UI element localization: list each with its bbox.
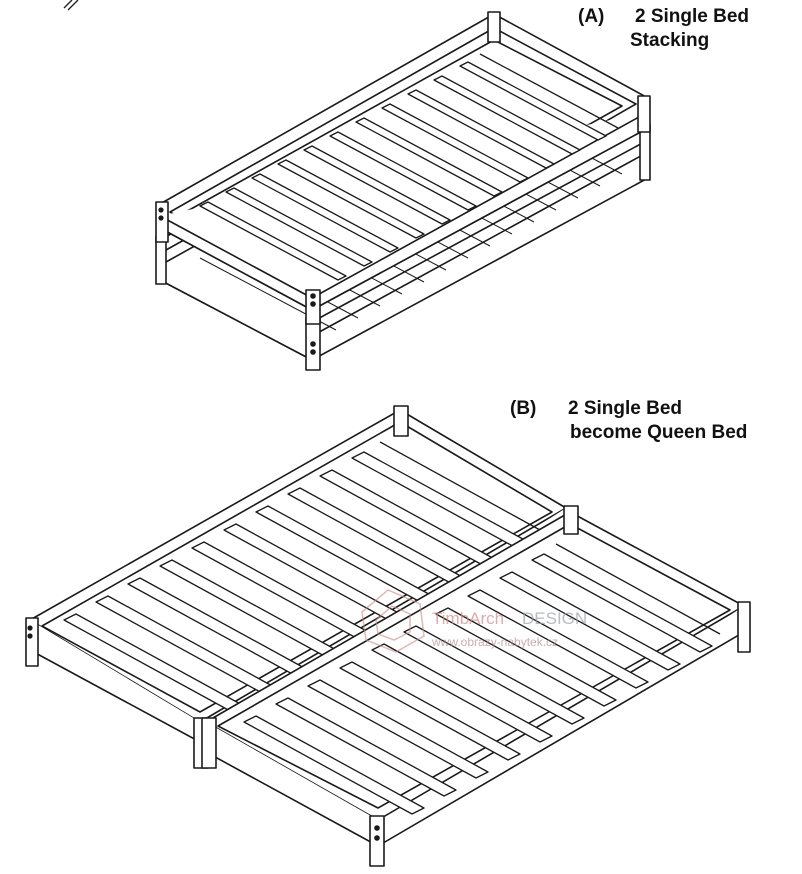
leg [369,815,385,867]
leg [487,11,501,43]
leg [563,505,579,535]
stacked-beds-drawing [155,11,651,371]
leg [305,289,321,325]
caption-b-tag: (B) [510,398,537,419]
queen-bed-drawing [25,405,751,867]
corner-fragment [63,0,79,11]
caption-b-title: 2 Single Bed [568,398,683,419]
watermark-logo-icon [361,589,425,653]
upper-slats [199,53,619,281]
leg [637,95,651,133]
watermark: TimbArch DESIGN www.obrazy-nabytek.cz [361,589,587,653]
upper-bed [155,11,651,325]
caption-a-tag: (A) [578,6,605,27]
left-slats [63,441,541,713]
leg [155,201,169,243]
watermark-brand-2: DESIGN [522,609,587,628]
caption-a-subtitle: Stacking [630,30,710,51]
watermark-brand-1: TimbArch [432,609,504,628]
right-slats [243,543,721,815]
leg [201,717,217,769]
caption-a-title: 2 Single Bed [635,6,750,27]
watermark-url: www.obrazy-nabytek.cz [431,635,558,649]
leg [25,617,39,667]
right-single-bed [201,505,751,867]
leg [737,601,751,653]
caption-b-subtitle: become Queen Bed [570,422,748,443]
leg [155,235,167,285]
leg [393,405,409,437]
